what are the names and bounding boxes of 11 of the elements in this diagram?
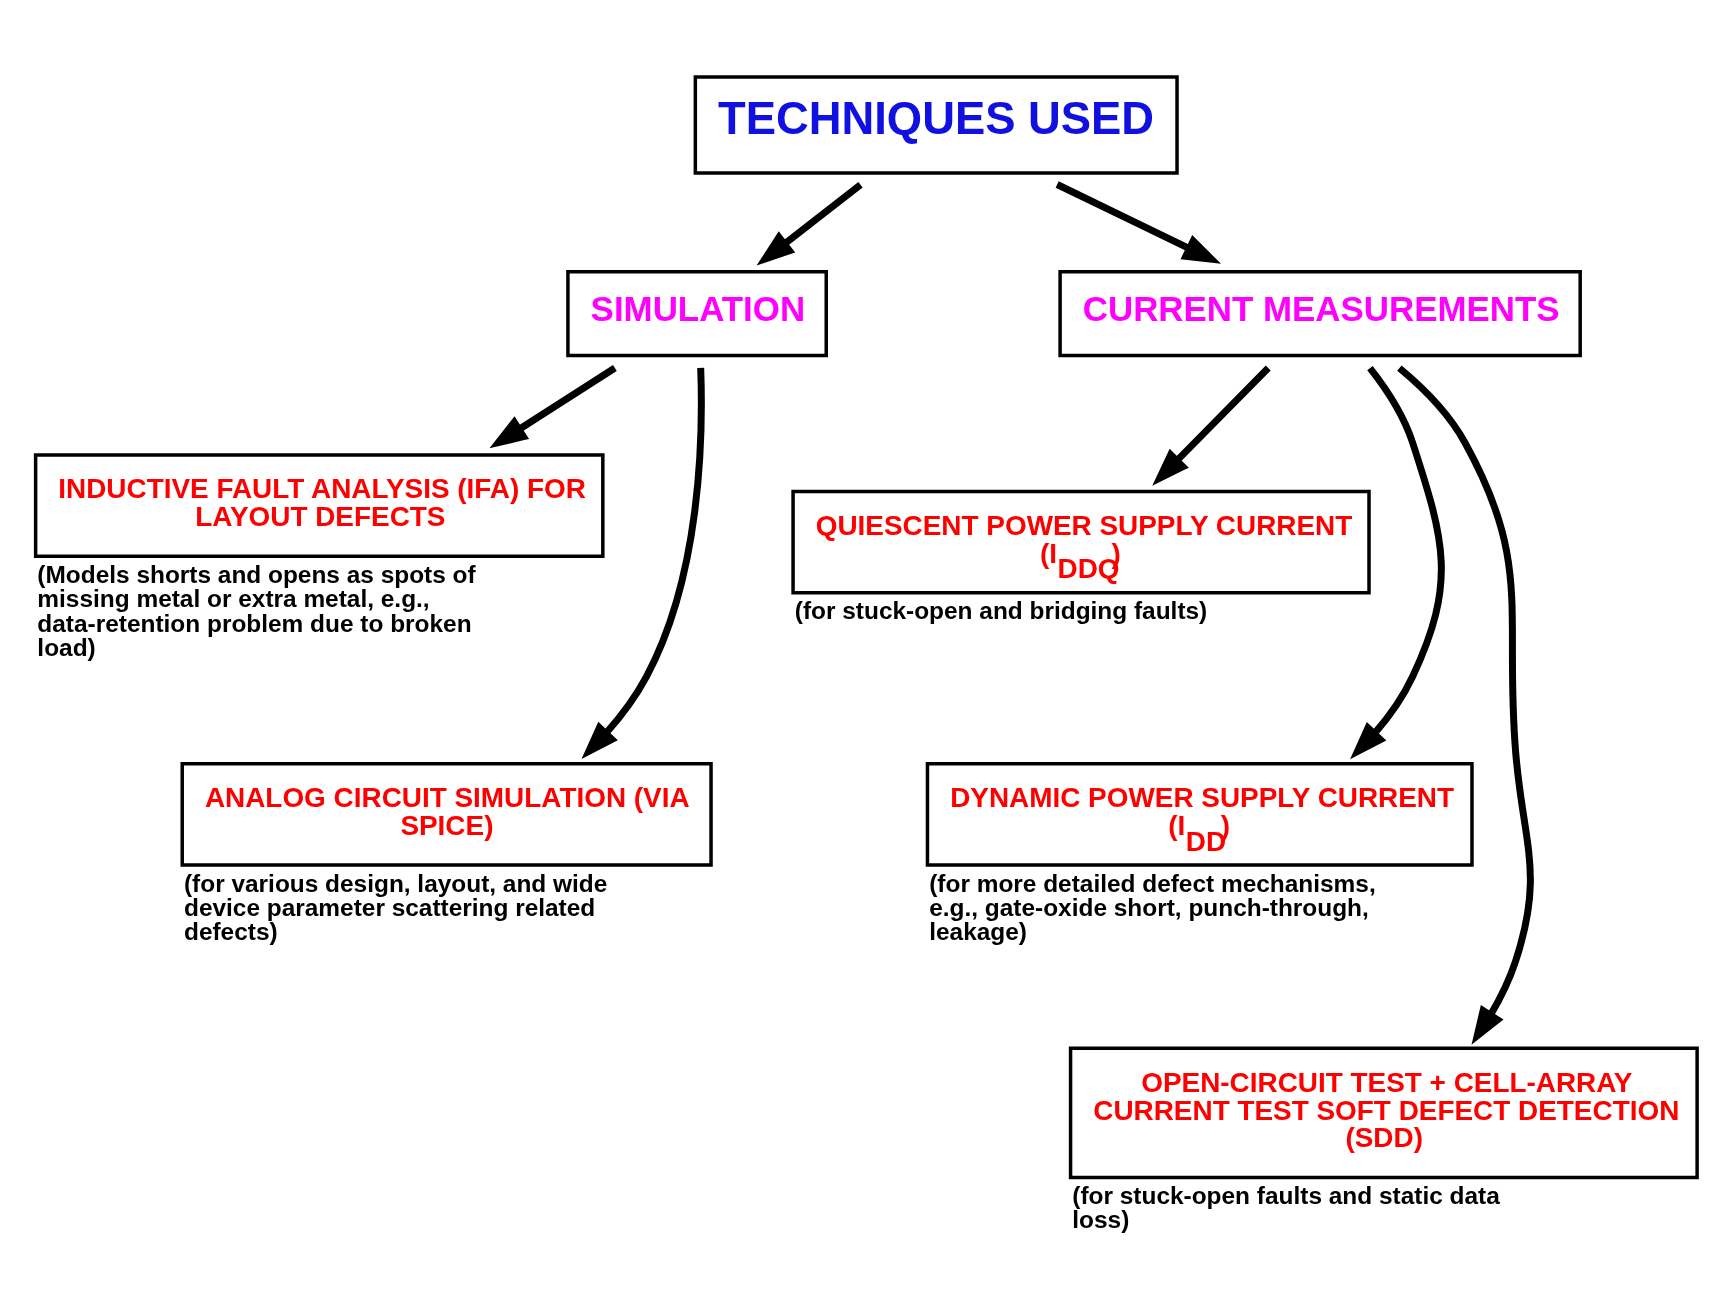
node-label: (for stuck-open and bridging faults) [794,596,1208,624]
node-label: (for various design, layout, and wide device parameter scattering related defects) [183,869,608,945]
arrow [1152,365,1271,486]
arrow [489,364,617,448]
arrow [756,181,863,266]
arrow [1055,180,1221,264]
node-label: (for more detailed defect mechanisms, e.g., gate-oxide short, punch-through, leakage) [929,869,1376,945]
node-label: (for stuck-open faults and static data loss) [1072,1181,1500,1233]
arrow [1350,365,1445,759]
node-label: (Models shorts and opens as spots of missing metal or extra metal, e.g., data-retention problem due to broken load) [37,560,476,661]
arrow [1397,365,1534,1045]
